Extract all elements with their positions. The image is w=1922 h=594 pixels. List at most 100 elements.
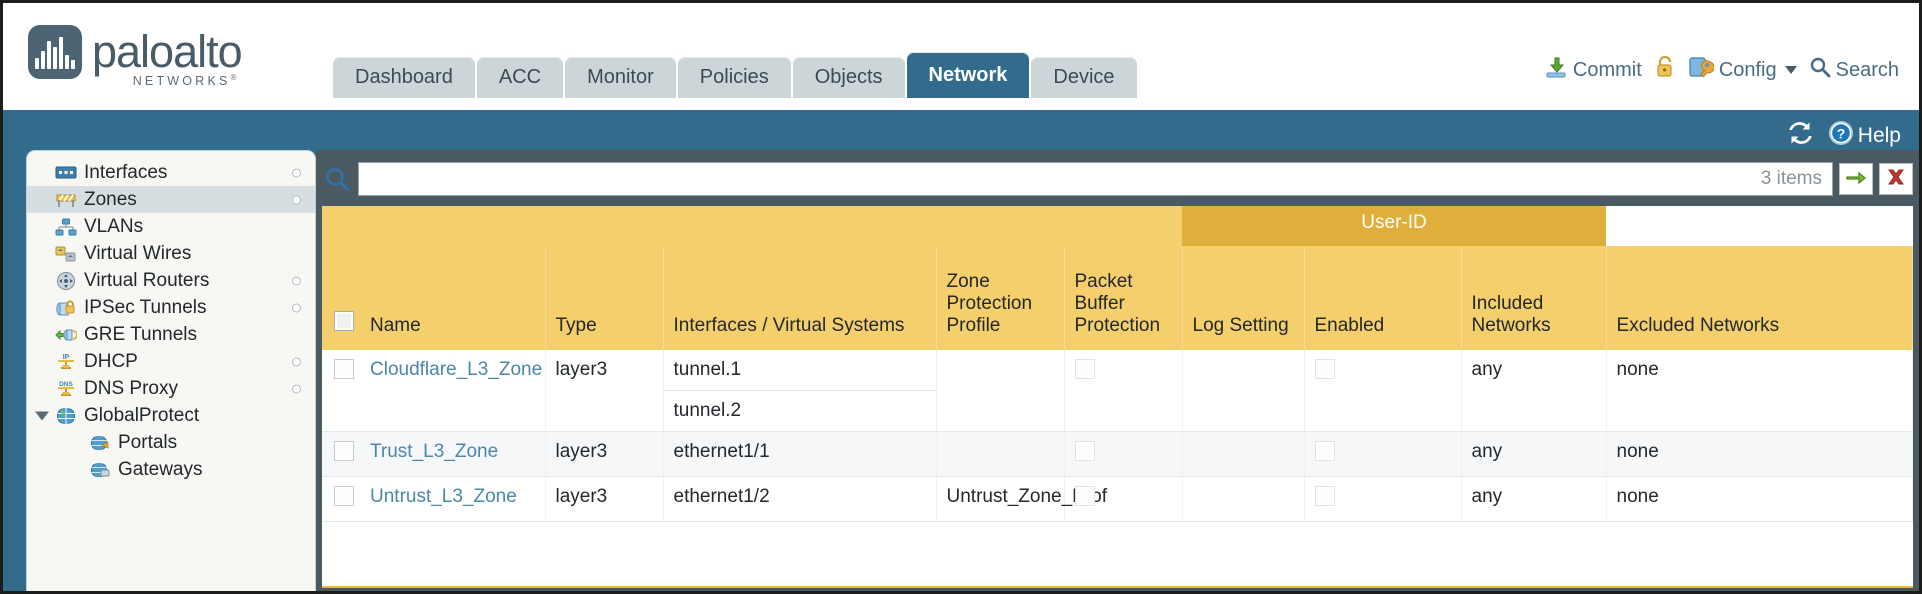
lock-button[interactable] bbox=[1654, 55, 1676, 85]
sidebar-item-interfaces[interactable]: Interfaces bbox=[27, 159, 315, 186]
search-label: Search bbox=[1835, 58, 1899, 81]
tab-device[interactable]: Device bbox=[1031, 57, 1137, 98]
search-icon[interactable] bbox=[322, 166, 352, 192]
packet-buffer-protection-checkbox[interactable] bbox=[1074, 441, 1095, 461]
sidebar-item-dns-proxy[interactable]: DNS DNS Proxy bbox=[27, 375, 315, 402]
sidebar-item-ipsec-tunnels[interactable]: IPSec Tunnels bbox=[27, 294, 315, 321]
sidebar-item-zones[interactable]: Zones bbox=[27, 186, 315, 213]
row-select-cell[interactable] bbox=[322, 350, 360, 432]
svg-text:?: ? bbox=[1837, 126, 1846, 142]
help-label: Help bbox=[1857, 124, 1901, 147]
commit-download-icon bbox=[1544, 55, 1568, 85]
column-header-name[interactable]: Name bbox=[360, 246, 546, 350]
select-all-checkbox[interactable] bbox=[334, 311, 354, 331]
zone-name-link[interactable]: Trust_L3_Zone bbox=[370, 441, 499, 462]
sidebar-item-label: GRE Tunnels bbox=[84, 323, 197, 345]
search-field-wrap[interactable]: 3 items bbox=[358, 162, 1833, 196]
cell-name[interactable]: Untrust_L3_Zone bbox=[360, 476, 546, 522]
sidebar-status-dot bbox=[292, 384, 301, 393]
packet-buffer-protection-checkbox[interactable] bbox=[1074, 359, 1095, 379]
cell-packet-buffer-protection[interactable] bbox=[1064, 476, 1183, 522]
table-group-header-row: User-ID bbox=[322, 206, 1913, 246]
sidebar-item-portals[interactable]: Portals bbox=[27, 429, 315, 456]
cell-interfaces: ethernet1/1 bbox=[663, 431, 937, 477]
config-menu-button[interactable]: Config bbox=[1688, 55, 1797, 85]
column-header-interfaces[interactable]: Interfaces / Virtual Systems bbox=[663, 246, 937, 350]
tab-dashboard[interactable]: Dashboard bbox=[333, 57, 475, 98]
zones-table-wrap: User-ID Name Type Interfaces / Virtual S… bbox=[322, 206, 1913, 588]
filter-bar: 3 items bbox=[316, 158, 1919, 200]
cell-zone-protection-profile: Untrust_Zone_Prof bbox=[936, 476, 1107, 522]
sidebar-item-label: Portals bbox=[118, 431, 178, 453]
column-header-packet-buffer-protection[interactable]: Packet Buffer Protection bbox=[1064, 246, 1183, 350]
sidebar-item-virtual-routers[interactable]: Virtual Routers bbox=[27, 267, 315, 294]
cell-name[interactable]: Trust_L3_Zone bbox=[360, 431, 546, 477]
brand-logo[interactable]: paloalto NETWORKS® bbox=[28, 25, 243, 88]
cell-name[interactable]: Cloudflare_L3_Zone bbox=[360, 350, 546, 432]
cell-userid-enabled[interactable] bbox=[1304, 431, 1462, 477]
search-input[interactable] bbox=[369, 167, 1753, 191]
sidebar-item-label: DNS Proxy bbox=[84, 377, 178, 399]
expander-collapse-icon[interactable] bbox=[35, 411, 49, 420]
chevron-down-icon[interactable] bbox=[1784, 66, 1797, 74]
apply-filter-button[interactable] bbox=[1839, 163, 1873, 195]
help-circle-icon: ? bbox=[1828, 120, 1854, 152]
refresh-icon[interactable] bbox=[1787, 121, 1814, 151]
sidebar-item-globalprotect[interactable]: GlobalProtect bbox=[27, 402, 315, 429]
row-select-checkbox[interactable] bbox=[334, 359, 354, 379]
column-header-included-networks[interactable]: Included Networks bbox=[1461, 246, 1607, 350]
sidebar-item-label: IPSec Tunnels bbox=[84, 296, 207, 318]
virtual-routers-icon bbox=[55, 271, 77, 290]
cell-type: layer3 bbox=[545, 431, 664, 477]
zone-name-link[interactable]: Cloudflare_L3_Zone bbox=[370, 359, 543, 380]
sidebar-item-gateways[interactable]: Gateways bbox=[27, 456, 315, 483]
column-header-zone-protection-profile[interactable]: Zone Protection Profile bbox=[936, 246, 1065, 350]
cell-packet-buffer-protection[interactable] bbox=[1064, 431, 1183, 477]
commit-button[interactable]: Commit bbox=[1544, 55, 1642, 85]
left-sidebar: Interfaces Zones bbox=[26, 150, 316, 591]
tab-acc[interactable]: ACC bbox=[476, 57, 564, 98]
help-button[interactable]: ? Help bbox=[1828, 120, 1901, 152]
tab-policies[interactable]: Policies bbox=[677, 57, 791, 98]
brand-subtitle: NETWORKS® bbox=[133, 73, 240, 88]
zones-barrier-icon bbox=[55, 191, 77, 209]
userid-enabled-checkbox[interactable] bbox=[1314, 359, 1335, 379]
zones-table: User-ID Name Type Interfaces / Virtual S… bbox=[322, 206, 1913, 522]
table-row[interactable]: Cloudflare_L3_Zone layer3 tunnel.1 tunne… bbox=[322, 350, 1913, 432]
column-header-excluded-networks[interactable]: Excluded Networks bbox=[1606, 246, 1913, 350]
cell-userid-enabled[interactable] bbox=[1304, 476, 1462, 522]
packet-buffer-protection-checkbox[interactable] bbox=[1074, 486, 1095, 506]
userid-enabled-checkbox[interactable] bbox=[1314, 441, 1335, 461]
tab-network[interactable]: Network bbox=[906, 52, 1030, 98]
sidebar-item-gre-tunnels[interactable]: GRE Tunnels bbox=[27, 321, 315, 348]
cell-userid-enabled[interactable] bbox=[1304, 350, 1462, 432]
userid-enabled-checkbox[interactable] bbox=[1314, 486, 1335, 506]
row-select-checkbox[interactable] bbox=[334, 441, 354, 461]
zone-name-link[interactable]: Untrust_L3_Zone bbox=[370, 486, 517, 507]
table-row[interactable]: Untrust_L3_Zone layer3 ethernet1/2 Untru… bbox=[322, 476, 1913, 522]
sidebar-item-vlans[interactable]: VLANs bbox=[27, 213, 315, 240]
band-actions: ? Help bbox=[1787, 120, 1901, 152]
search-button[interactable]: Search bbox=[1809, 56, 1899, 84]
sidebar-item-dhcp[interactable]: IP DHCP bbox=[27, 348, 315, 375]
cell-excluded-networks: none bbox=[1606, 350, 1913, 432]
config-label: Config bbox=[1718, 58, 1777, 81]
table-row[interactable]: Trust_L3_Zone layer3 ethernet1/1 any bbox=[322, 431, 1913, 477]
cell-included-networks: any bbox=[1461, 431, 1607, 477]
sidebar-item-label: Interfaces bbox=[84, 161, 168, 183]
clear-filter-button[interactable] bbox=[1879, 163, 1913, 195]
column-header-type[interactable]: Type bbox=[545, 246, 664, 350]
interfaces-icon bbox=[55, 164, 77, 182]
row-select-checkbox[interactable] bbox=[334, 486, 354, 506]
sidebar-item-virtual-wires[interactable]: Virtual Wires bbox=[27, 240, 315, 267]
tab-monitor[interactable]: Monitor bbox=[565, 57, 676, 98]
cell-packet-buffer-protection[interactable] bbox=[1064, 350, 1183, 432]
row-select-cell[interactable] bbox=[322, 476, 360, 522]
column-header-log-setting[interactable]: Log Setting bbox=[1182, 246, 1305, 350]
tab-objects[interactable]: Objects bbox=[792, 57, 905, 98]
column-header-enabled[interactable]: Enabled bbox=[1304, 246, 1462, 350]
row-select-cell[interactable] bbox=[322, 431, 360, 477]
commit-label: Commit bbox=[1572, 58, 1642, 81]
select-all-header[interactable] bbox=[322, 246, 360, 350]
